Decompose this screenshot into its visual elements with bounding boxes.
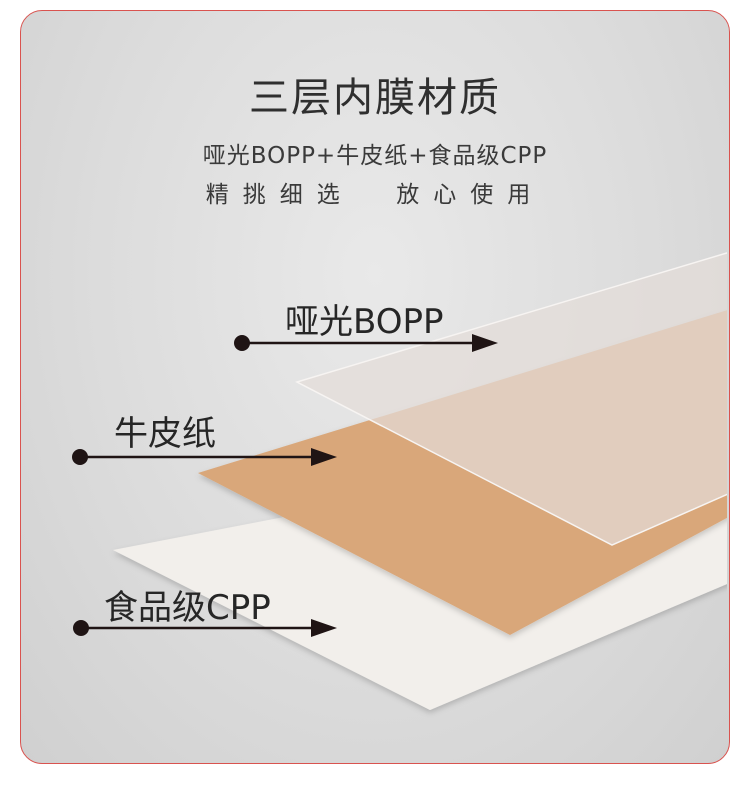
material-summary: 哑光BOPP+牛皮纸+食品级CPP: [202, 143, 548, 169]
bopp-layer-sheet: [295, 241, 727, 546]
bopp-layer-label: 哑光BOPP: [285, 302, 444, 342]
kraft-layer-label: 牛皮纸: [114, 414, 216, 454]
kraft-pointer-arrow: [72, 448, 337, 466]
cpp-pointer-arrow: [73, 619, 337, 637]
tagline: 精挑细选 放心使用: [205, 182, 545, 208]
page-title: 三层内膜材质: [249, 75, 501, 121]
bopp-pointer-arrow: [234, 334, 498, 352]
cpp-layer-label: 食品级CPP: [104, 588, 271, 628]
